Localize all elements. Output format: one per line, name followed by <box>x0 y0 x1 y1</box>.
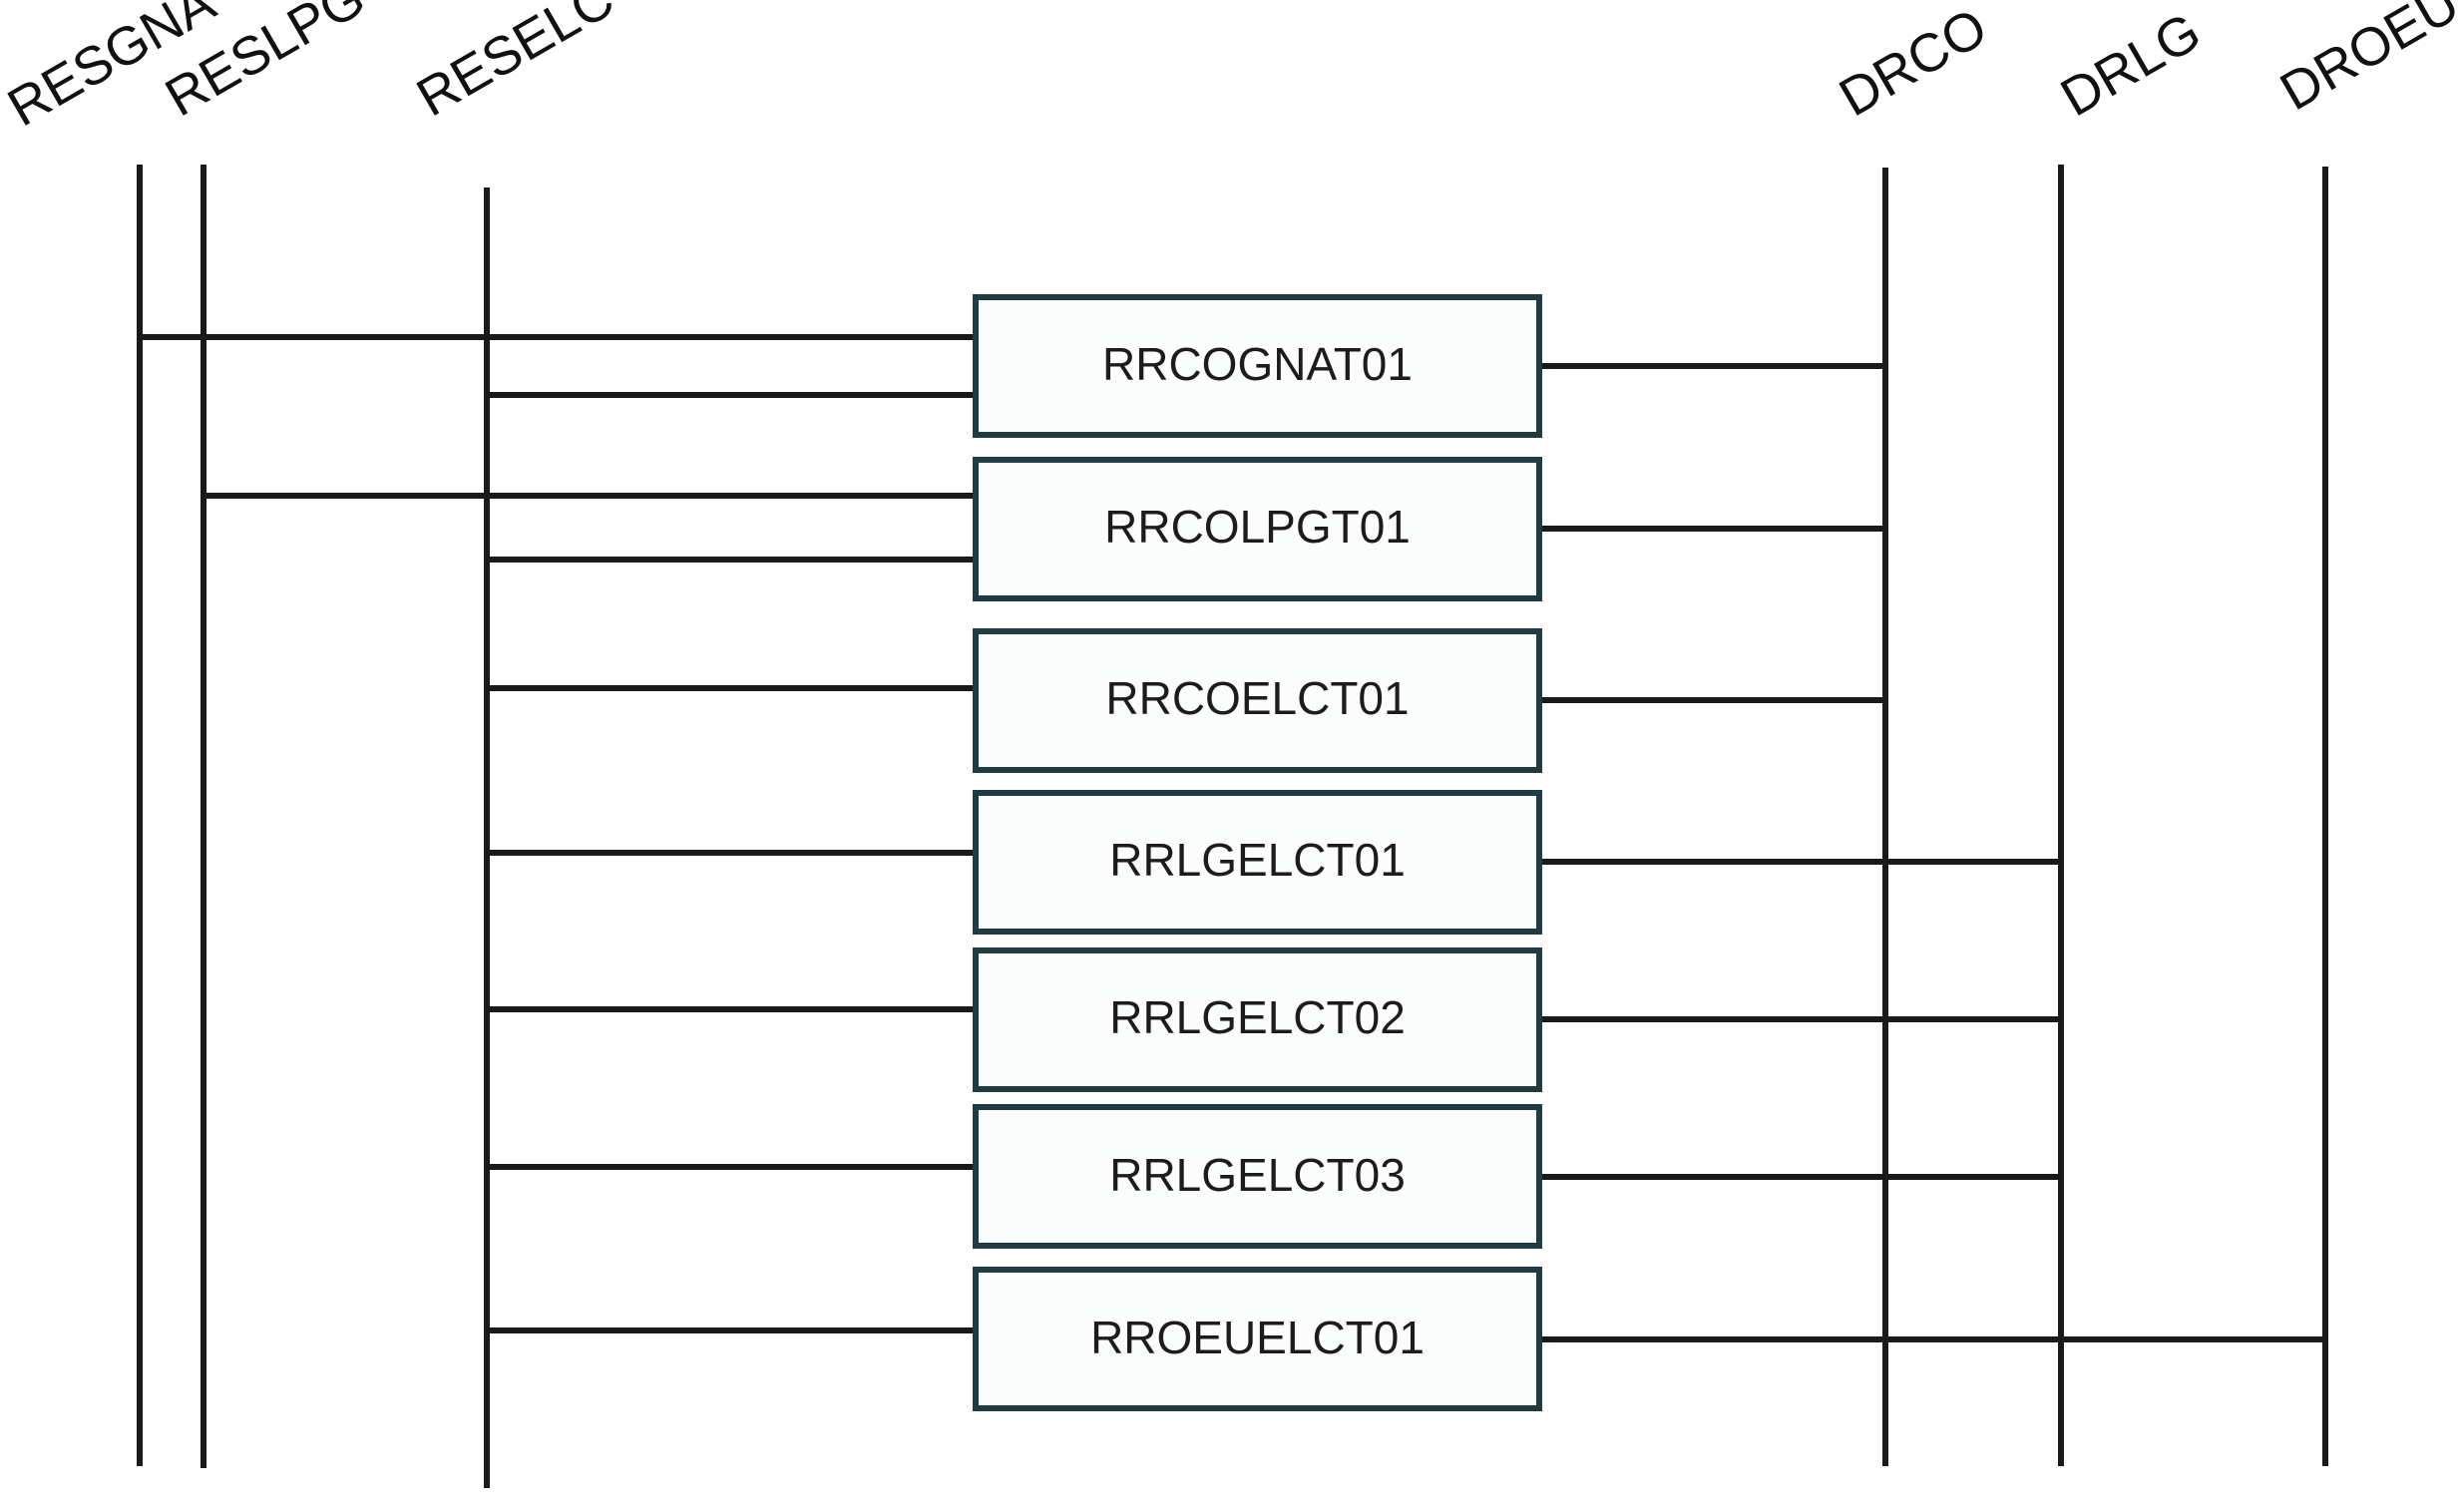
node-rrlgelct02[interactable]: RRLGELCT02 <box>973 947 1542 1092</box>
node-label: RRCOLPGT01 <box>1104 501 1411 553</box>
node-box[interactable] <box>973 628 1542 773</box>
node-box[interactable] <box>973 1267 1542 1411</box>
node-label: RRCOGNAT01 <box>1102 338 1413 390</box>
node-rrcoelct01[interactable]: RRCOELCT01 <box>973 628 1542 773</box>
lifeline-label-drco: DRCO <box>1830 0 1997 128</box>
node-label: RRCOELCT01 <box>1105 672 1409 724</box>
lifeline-label-reselc: RESELC <box>407 0 623 128</box>
node-box[interactable] <box>973 294 1542 438</box>
connector-layer <box>140 334 2325 1342</box>
node-box[interactable] <box>973 1104 1542 1249</box>
lifeline-label-droeu: DROEU <box>2270 0 2459 122</box>
node-label: RRLGELCT03 <box>1109 1149 1406 1201</box>
node-label: RRLGELCT02 <box>1109 991 1406 1043</box>
node-rroeuelct01[interactable]: RROEUELCT01 <box>973 1267 1542 1411</box>
node-rrcognat01[interactable]: RRCOGNAT01 <box>973 294 1542 438</box>
node-rrcolpgt01[interactable]: RRCOLPGT01 <box>973 457 1542 601</box>
node-label: RRLGELCT01 <box>1109 834 1406 886</box>
node-box[interactable] <box>973 947 1542 1092</box>
lifeline-label-drlg: DRLG <box>2051 1 2211 128</box>
node-box[interactable] <box>973 457 1542 601</box>
node-box[interactable] <box>973 790 1542 935</box>
node-rrlgelct01[interactable]: RRLGELCT01 <box>973 790 1542 935</box>
node-layer: RRCOGNAT01RRCOLPGT01RRCOELCT01RRLGELCT01… <box>973 294 1542 1411</box>
lifeline-layer <box>137 165 2328 1488</box>
node-label: RROEUELCT01 <box>1090 1312 1425 1363</box>
node-rrlgelct03[interactable]: RRLGELCT03 <box>973 1104 1542 1249</box>
